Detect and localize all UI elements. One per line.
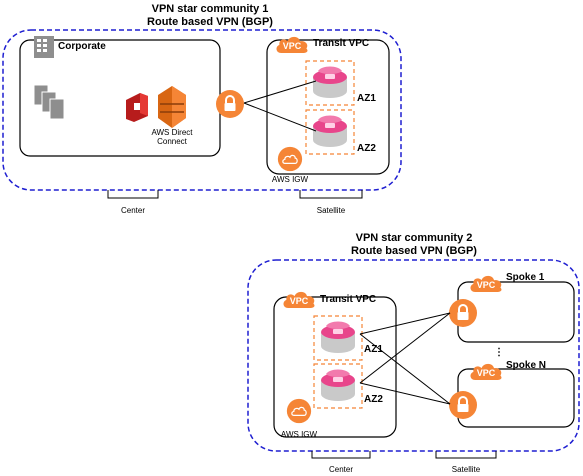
satellite-bracket: [299, 190, 363, 199]
vpc-badge-text: VPC: [283, 41, 302, 51]
az2-box: [305, 109, 355, 155]
az1-label: AZ1: [357, 93, 376, 104]
aws-igw-label: AWS IGW: [272, 175, 309, 184]
servers-icon: [33, 84, 65, 120]
spoke-ellipsis: ⋮: [494, 347, 504, 358]
spoke-1-vpc-badge-text: VPC: [477, 280, 496, 290]
community2-boundary: [247, 259, 580, 452]
corporate-building-icon: [34, 36, 54, 58]
link-az1-spokeN: [359, 333, 451, 405]
community1-title-line2: Route based VPN (BGP): [147, 16, 273, 28]
community2-title-line2: Route based VPN (BGP): [351, 245, 477, 257]
spoke-n-lock-icon: [448, 390, 478, 420]
center-bracket-2: [311, 451, 371, 459]
center-label-2: Center: [329, 465, 353, 474]
link-az2-spoke1: [359, 312, 451, 384]
aws-direct-connect-label-line1: AWS Direct: [151, 128, 193, 137]
corporate-label: Corporate: [58, 41, 106, 52]
az1-label-2: AZ1: [364, 344, 383, 355]
az2-box-2: [313, 363, 363, 409]
aws-direct-connect-icon: [158, 86, 186, 128]
spoke-n-label: Spoke N: [506, 360, 546, 371]
aws-direct-connect-label-line2: Connect: [157, 137, 188, 146]
vpn-lock-icon: [215, 89, 245, 119]
vpn-link-az2: [243, 102, 317, 132]
transit-vpc-label-2: Transit VPC: [320, 294, 376, 305]
aws-igw-label-2: AWS IGW: [281, 430, 318, 439]
az1-box-2: [313, 315, 363, 361]
satellite-label: Satellite: [317, 206, 346, 215]
vpc-badge-icon: VPC: [276, 36, 308, 53]
vpn-link-az1: [243, 80, 317, 104]
community1-boundary: [2, 29, 402, 191]
vpc-badge-text-2: VPC: [290, 296, 309, 306]
az2-label-2: AZ2: [364, 394, 383, 405]
community1-title-line1: VPN star community 1: [152, 3, 269, 15]
transit-vpc-label-1: Transit VPC: [313, 38, 369, 49]
aws-igw-icon: [277, 146, 303, 172]
center-bracket: [107, 190, 159, 199]
satellite-bracket-2: [435, 451, 497, 459]
az1-box: [305, 60, 355, 106]
link-az1-spoke1: [359, 312, 451, 335]
spoke-n-vpc-badge-icon: VPC: [470, 363, 502, 380]
community2-title-line1: VPN star community 2: [356, 232, 473, 244]
center-label: Center: [121, 206, 145, 215]
link-az2-spokeN: [359, 382, 451, 405]
firewall-icon: [126, 93, 148, 122]
az2-label: AZ2: [357, 143, 376, 154]
spoke-1-lock-icon: [448, 298, 478, 328]
spoke-1-label: Spoke 1: [506, 272, 545, 283]
transit-vpc-box-1: [266, 39, 390, 175]
spoke-n-vpc-badge-text: VPC: [477, 368, 496, 378]
vpc-badge-icon-2: VPC: [283, 291, 315, 308]
aws-igw-icon-2: [286, 398, 312, 424]
spoke-1-vpc-badge-icon: VPC: [470, 275, 502, 292]
satellite-label-2: Satellite: [452, 465, 481, 474]
